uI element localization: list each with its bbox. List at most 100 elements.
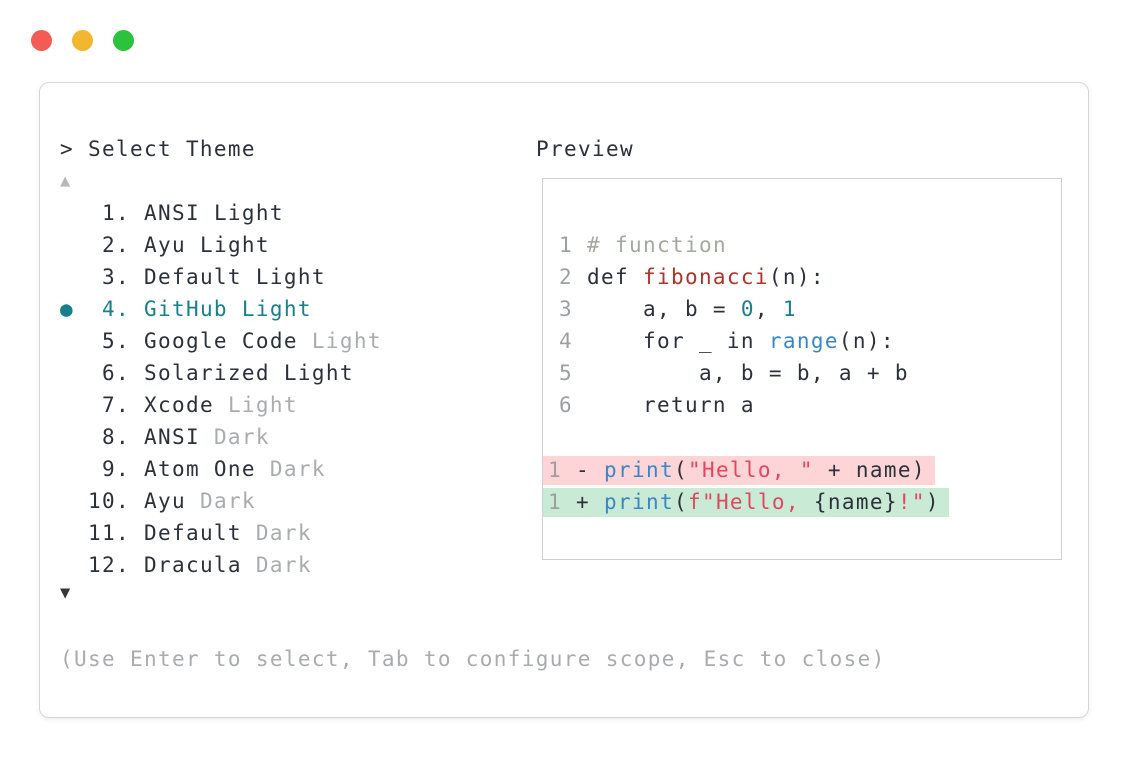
theme-number: 1.: [60, 201, 144, 225]
dialog-title: > Select Theme: [60, 137, 256, 161]
code-token-pl: {name}: [813, 489, 898, 514]
theme-list-item-3[interactable]: 3. Default Light: [60, 261, 382, 293]
code-token-pl: (n):: [838, 329, 895, 353]
theme-variant: Dark: [255, 553, 312, 577]
code-token-pl: + name): [813, 457, 926, 482]
theme-name: ANSI: [143, 425, 214, 449]
code-token-pl: -: [562, 457, 604, 482]
selected-bullet-and-number: ● 4.: [60, 297, 144, 321]
code-line: 6 return a: [543, 389, 1061, 421]
code-token-ln: 1: [548, 489, 562, 514]
theme-list-item-8[interactable]: 8. ANSI Dark: [60, 421, 382, 453]
code-token-pl: ): [925, 489, 940, 514]
theme-name: Dracula: [143, 553, 256, 577]
theme-name: Ayu: [143, 489, 200, 513]
theme-number: 5.: [60, 329, 144, 353]
theme-number: 10.: [60, 489, 144, 513]
minimize-window-button[interactable]: [72, 30, 93, 51]
code-token-bi: range: [768, 329, 839, 353]
code-token-pl: a, b = b, a + b: [573, 361, 909, 385]
scroll-up-icon[interactable]: ▲: [60, 171, 71, 191]
code-token-ln: 1: [548, 457, 562, 482]
theme-list-item-1[interactable]: 1. ANSI Light: [60, 197, 382, 229]
theme-name: Xcode: [143, 393, 228, 417]
code-token-ln: 1: [559, 233, 573, 257]
theme-list-item-11[interactable]: 11. Default Dark: [60, 517, 382, 549]
code-line: 5 a, b = b, a + b: [543, 357, 1061, 389]
code-token-num: 0: [740, 297, 755, 321]
close-window-button[interactable]: [31, 30, 52, 51]
code-token-bi: print: [603, 457, 674, 482]
theme-list-item-5[interactable]: 5. Google Code Light: [60, 325, 382, 357]
theme-variant: Light: [227, 393, 298, 417]
preview-heading: Preview: [536, 137, 634, 161]
theme-name: ANSI: [143, 201, 214, 225]
code-token-pl: [573, 233, 587, 257]
scroll-down-icon[interactable]: ▼: [60, 583, 71, 603]
code-token-pl: for _ in: [573, 329, 769, 353]
theme-name: Ayu: [143, 233, 200, 257]
code-token-ln: 4: [559, 329, 573, 353]
code-token-ln: 6: [559, 393, 573, 417]
theme-variant: Light: [283, 361, 354, 385]
code-token-str: !": [897, 489, 926, 514]
zoom-window-button[interactable]: [113, 30, 134, 51]
theme-picker-dialog: > Select Theme Preview ▲ 1. ANSI Light 2…: [39, 82, 1089, 718]
code-line: 3 a, b = 0, 1: [543, 293, 1061, 325]
theme-list-item-9[interactable]: 9. Atom One Dark: [60, 453, 382, 485]
code-line-content: 5 a, b = b, a + b: [559, 361, 909, 385]
theme-number: 3.: [60, 265, 144, 289]
theme-variant: Dark: [199, 489, 256, 513]
theme-name: Atom One: [143, 457, 270, 481]
code-token-pl: (: [673, 489, 688, 514]
code-token-pl: def: [573, 265, 643, 289]
theme-number: 6.: [60, 361, 144, 385]
theme-list-item-2[interactable]: 2. Ayu Light: [60, 229, 382, 261]
code-token-str: "Hello, ": [687, 457, 814, 482]
code-token-ln: 3: [559, 297, 573, 321]
theme-number: 11.: [60, 521, 144, 545]
theme-variant: Light: [199, 233, 270, 257]
theme-name: Default: [143, 521, 256, 545]
theme-variant: Light: [255, 265, 326, 289]
theme-list-item-12[interactable]: 12. Dracula Dark: [60, 549, 382, 581]
code-token-pl: return a: [573, 393, 755, 417]
theme-list-item-6[interactable]: 6. Solarized Light: [60, 357, 382, 389]
theme-number: 8.: [60, 425, 144, 449]
code-token-cm: # function: [587, 233, 727, 257]
code-line-content: 4 for _ in range(n):: [559, 329, 895, 353]
theme-number: 2.: [60, 233, 144, 257]
code-line-content: 3 a, b = 0, 1: [559, 297, 797, 321]
theme-variant: Dark: [269, 457, 326, 481]
code-token-pl: (: [673, 457, 688, 482]
theme-list: 1. ANSI Light 2. Ayu Light 3. Default Li…: [60, 197, 382, 581]
code-line-content: 1 # function: [559, 233, 727, 257]
code-line-content: 2 def fibonacci(n):: [559, 265, 825, 289]
theme-variant: Dark: [213, 425, 270, 449]
theme-variant: Dark: [255, 521, 312, 545]
code-token-pl: +: [562, 489, 604, 514]
code-token-pl: a, b =: [573, 297, 741, 321]
code-line-content: 6 return a: [559, 393, 755, 417]
code-line-content: 1 - print("Hello, " + name): [543, 455, 935, 485]
theme-list-item-10[interactable]: 10. Ayu Dark: [60, 485, 382, 517]
theme-variant: Light: [241, 297, 312, 321]
code-token-str: f"Hello,: [687, 489, 814, 514]
code-token-fn: fibonacci: [642, 265, 769, 289]
code-token-pl: (n):: [768, 265, 825, 289]
code-token-pl: ,: [754, 297, 783, 321]
theme-list-item-7[interactable]: 7. Xcode Light: [60, 389, 382, 421]
code-token-ln: 2: [559, 265, 573, 289]
keyboard-hint: (Use Enter to select, Tab to configure s…: [60, 647, 886, 671]
theme-name: GitHub: [143, 297, 242, 321]
window-controls: [31, 30, 134, 51]
theme-list-item-4[interactable]: ● 4. GitHub Light: [60, 293, 382, 325]
code-line: [543, 421, 1061, 453]
code-token-num: 1: [782, 297, 797, 321]
code-line: 2 def fibonacci(n):: [543, 261, 1061, 293]
theme-name: Solarized: [143, 361, 284, 385]
theme-variant: Light: [311, 329, 382, 353]
theme-name: Default: [143, 265, 256, 289]
theme-number: 9.: [60, 457, 144, 481]
